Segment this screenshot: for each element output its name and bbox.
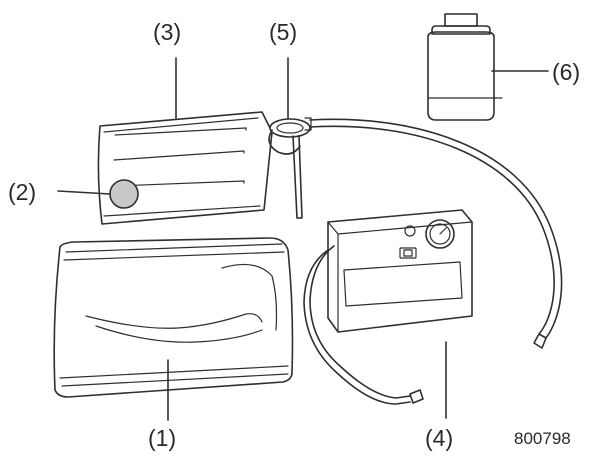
round-part	[109, 179, 139, 209]
compressor	[303, 209, 473, 405]
bottle	[427, 13, 503, 121]
figure-code: 800798	[514, 429, 571, 448]
label-4: (4)	[425, 425, 453, 451]
label-5: (5)	[269, 19, 297, 45]
label-6: (6)	[552, 59, 580, 85]
hose-clip	[268, 117, 312, 219]
label-1: (1)	[148, 425, 176, 451]
label-3: (3)	[153, 19, 181, 45]
sealant-sheet	[97, 111, 273, 225]
label-2: (2)	[8, 179, 36, 205]
round-part-leader-line	[57, 190, 111, 195]
storage-bag	[53, 237, 294, 398]
air-hose	[309, 118, 563, 349]
